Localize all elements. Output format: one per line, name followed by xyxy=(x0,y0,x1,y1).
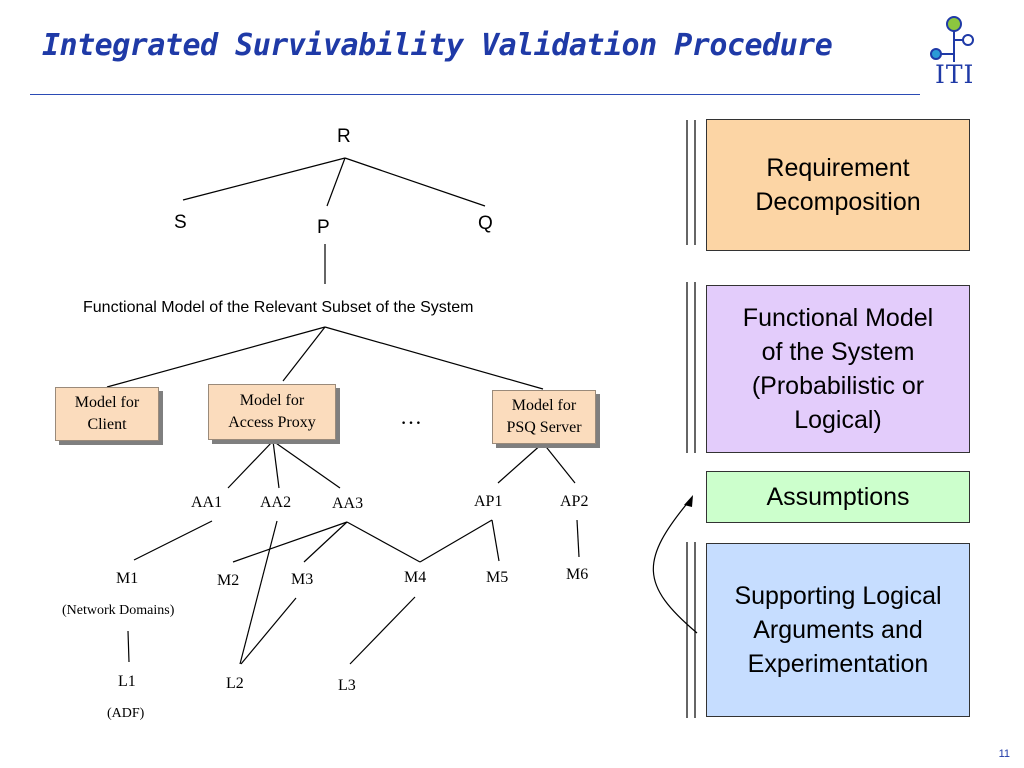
node-m6: M6 xyxy=(566,566,589,583)
page-number: 11 xyxy=(998,748,1010,760)
edge-r-q xyxy=(344,157,486,207)
node-aa3: AA3 xyxy=(332,495,364,512)
edge-aa3-m2 xyxy=(232,521,348,563)
curved-arrow xyxy=(652,499,698,634)
title-divider xyxy=(30,94,920,95)
edge-psq-ap2 xyxy=(542,442,576,484)
models-ellipsis: … xyxy=(400,404,422,429)
model-client-box: Model for Client xyxy=(55,387,159,441)
edge-aa1-m1 xyxy=(133,520,213,561)
arrow-head xyxy=(684,495,693,507)
edge-m3-l2 xyxy=(240,597,297,665)
logo-text: ITI xyxy=(935,60,975,89)
edge-ap1-m5 xyxy=(491,519,500,562)
supporting-arguments-box: Supporting Logical Arguments and Experim… xyxy=(706,543,970,717)
edge-r-s xyxy=(182,157,346,201)
node-q: Q xyxy=(478,213,493,234)
node-r: R xyxy=(337,126,351,147)
model-access-proxy-box: Model for Access Proxy xyxy=(208,384,336,440)
node-p: P xyxy=(317,217,330,238)
node-ap1: AP1 xyxy=(474,493,503,510)
functional-model-label: Functional Model of the Relevant Subset … xyxy=(83,299,474,316)
edge-m1-l1 xyxy=(127,630,130,663)
requirement-decomposition-box: Requirement Decomposition xyxy=(706,119,970,251)
edge-proxy-aa1 xyxy=(227,440,274,489)
edge-aa2-l2 xyxy=(239,520,278,665)
edge-proxy-aa3 xyxy=(272,440,341,489)
edge-ap2-m6 xyxy=(576,519,580,558)
iti-logo-icon xyxy=(930,16,974,62)
node-l3: L3 xyxy=(338,677,356,694)
functional-model-box: Functional Model of the System (Probabil… xyxy=(706,285,970,453)
m1-note: (Network Domains) xyxy=(62,603,175,618)
page-title: Integrated Survivability Validation Proc… xyxy=(42,28,833,63)
edge-aa3-m3 xyxy=(303,521,348,563)
edge-psq-ap1 xyxy=(497,442,544,484)
node-m4: M4 xyxy=(404,569,427,586)
assumptions-box: Assumptions xyxy=(706,471,970,523)
node-aa2: AA2 xyxy=(260,494,292,511)
node-aa1: AA1 xyxy=(191,494,223,511)
node-m2: M2 xyxy=(217,572,240,589)
l1-note: (ADF) xyxy=(107,706,145,721)
node-s: S xyxy=(174,212,187,233)
node-l1: L1 xyxy=(118,673,136,690)
node-ap2: AP2 xyxy=(560,493,589,510)
node-l2: L2 xyxy=(226,675,244,692)
edge-m4-l3 xyxy=(349,596,416,665)
edge-r-p xyxy=(326,157,346,207)
edge-aa3-m4 xyxy=(346,521,421,563)
edge-ap1-m4 xyxy=(419,519,493,563)
node-m5: M5 xyxy=(486,569,509,586)
model-psq-server-box: Model for PSQ Server xyxy=(492,390,596,444)
edge-func-proxy xyxy=(282,326,326,382)
edge-func-client xyxy=(106,326,326,388)
node-m3: M3 xyxy=(291,571,314,588)
edge-func-psq xyxy=(324,326,544,390)
edge-proxy-aa2 xyxy=(272,440,280,489)
node-m1: M1 xyxy=(116,570,139,587)
